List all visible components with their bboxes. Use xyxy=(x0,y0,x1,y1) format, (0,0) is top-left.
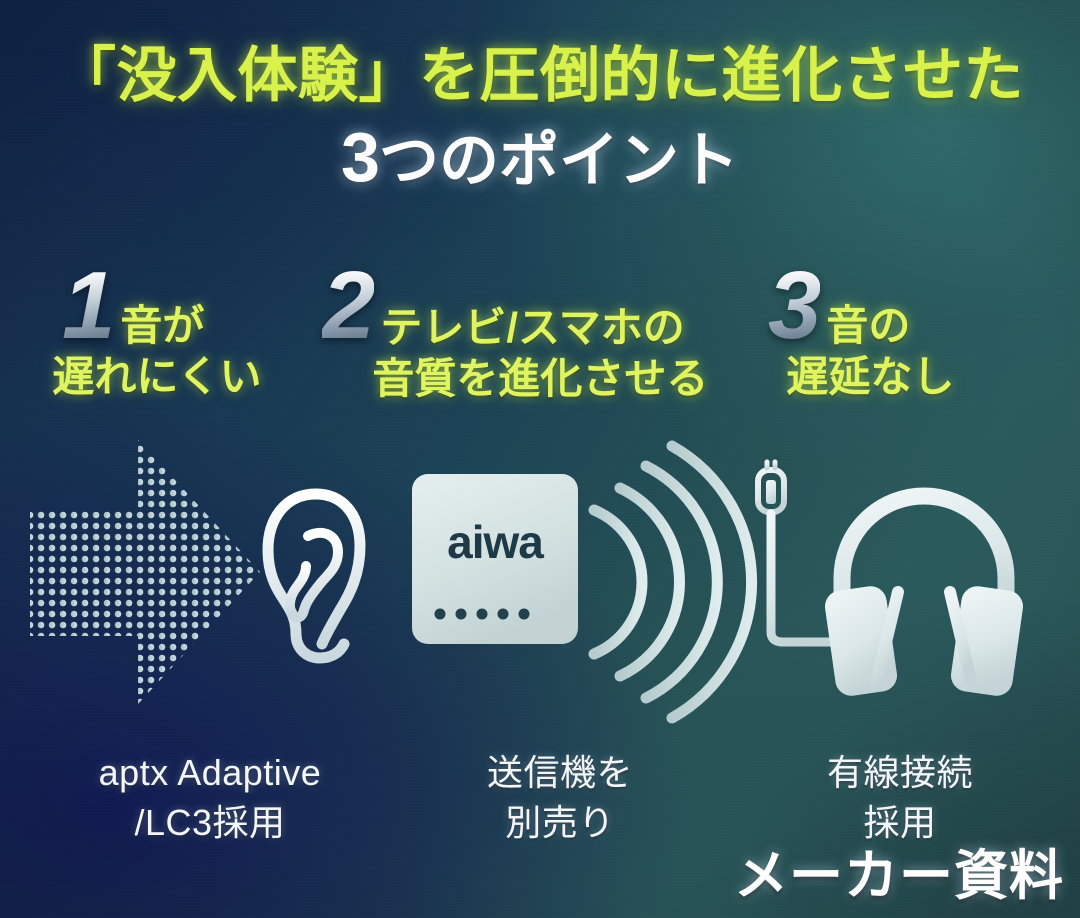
aiwa-logo-text: aiwa xyxy=(447,516,544,568)
headline-block: 「没入体験」を圧倒的に進化させた 3つのポイント xyxy=(0,44,1080,195)
point-item-2: 2 テレビ/スマホの 音質を進化させる xyxy=(322,252,708,404)
caption-right: 有線接続 採用 xyxy=(730,748,1070,847)
point-text-3: 音の 遅延なし xyxy=(786,300,954,402)
points-row: 1 音が 遅れにくい 2 テレビ/スマホの 音質を進化させる 3 音の 遅延なし xyxy=(0,252,1080,434)
caption-left-line2: /LC3採用 xyxy=(134,801,286,843)
point-number-1: 1 xyxy=(62,252,115,359)
headline-sub-rest: つのポイント xyxy=(378,127,739,194)
headline-sub-text: 3つのポイント xyxy=(0,118,1080,196)
headline-sub-number: 3 xyxy=(341,118,380,196)
point-line1-1: 音が xyxy=(120,302,205,349)
headphone-headband xyxy=(833,487,1015,645)
sound-wave-dots-to-ear-icon xyxy=(24,436,370,726)
headphone-cable xyxy=(766,509,847,647)
caption-right-line1: 有線接続 xyxy=(826,752,973,793)
icon-band: aiwa xyxy=(0,436,1080,726)
point-text-2: テレビ/スマホの 音質を進化させる xyxy=(372,302,708,404)
aiwa-transmitter-icon: aiwa xyxy=(412,474,578,644)
caption-center: 送信機を 別売り xyxy=(400,748,720,847)
headline-main-text: 「没入体験」を圧倒的に進化させた xyxy=(56,42,1024,109)
caption-right-line2: 採用 xyxy=(863,801,937,843)
point-line2-3: 遅延なし xyxy=(786,353,955,401)
manufacturer-source-watermark: メーカー資料 xyxy=(734,846,1064,906)
caption-left-line1: aptx Adaptive xyxy=(98,752,322,793)
caption-center-line1: 送信機を xyxy=(486,752,633,793)
caption-center-line2: 別売り xyxy=(505,801,615,843)
transmitter-and-waves-group: aiwa xyxy=(398,440,758,724)
point-item-1: 1 音が 遅れにくい xyxy=(52,252,261,402)
point-line1-3: 音の xyxy=(826,302,911,349)
point-line1-2: テレビ/スマホの xyxy=(380,304,685,351)
point-number-3: 3 xyxy=(768,252,821,359)
headphone-plug xyxy=(755,459,787,515)
wired-headphones-icon xyxy=(746,454,1056,706)
point-item-3: 3 音の 遅延なし xyxy=(768,252,954,402)
wireless-wave-arcs-icon xyxy=(588,440,758,724)
transmitter-led-dots xyxy=(434,608,530,620)
point-line2-1: 遅れにくい xyxy=(52,353,262,401)
headphone-earcup-left xyxy=(824,586,904,696)
point-text-1: 音が 遅れにくい xyxy=(52,300,261,402)
point-line2-2: 音質を進化させる xyxy=(372,355,709,403)
point-number-2: 2 xyxy=(322,252,375,359)
caption-left: aptx Adaptive /LC3採用 xyxy=(10,748,410,847)
headphone-earcup-right xyxy=(944,586,1024,696)
